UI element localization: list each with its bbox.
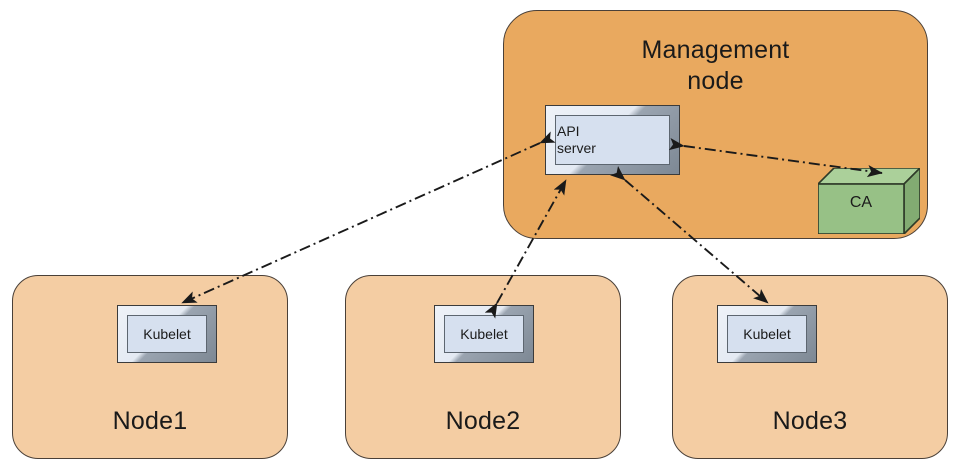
node-label-node2: Node2 xyxy=(445,407,521,435)
management-node-label-line1: Management xyxy=(641,36,790,64)
kubelet-box-node2[interactable]: Kubelet xyxy=(434,305,534,363)
management-node-label: Management node xyxy=(504,35,927,97)
node-label-node3: Node3 xyxy=(772,407,848,435)
api-server-label-line2: server xyxy=(557,140,596,156)
kubelet-label-node1: Kubelet xyxy=(143,325,191,342)
kubelet-inner-panel-node1 xyxy=(127,315,207,353)
kubelet-box-node1[interactable]: Kubelet xyxy=(117,305,217,363)
kubelet-label-node3: Kubelet xyxy=(743,325,791,342)
node-box-node3[interactable]: Node3 xyxy=(672,275,948,459)
kubelet-inner-panel-node2 xyxy=(444,315,524,353)
node-label-node1: Node1 xyxy=(112,407,188,435)
api-server-label: API server xyxy=(546,106,679,174)
ca-cuboid-shape xyxy=(816,166,922,236)
kubelet-box-node3[interactable]: Kubelet xyxy=(717,305,817,363)
kubelet-inner-panel-node3 xyxy=(727,315,807,353)
ca-box[interactable]: CA xyxy=(816,166,922,236)
node-box-node1[interactable]: Node1 xyxy=(12,275,288,459)
node-box-node2[interactable]: Node2 xyxy=(345,275,621,459)
api-server-box[interactable]: API server xyxy=(545,105,680,175)
kubelet-label-node2: Kubelet xyxy=(460,325,508,342)
api-server-label-line1: API xyxy=(557,123,580,139)
management-node-label-line2: node xyxy=(687,67,744,95)
